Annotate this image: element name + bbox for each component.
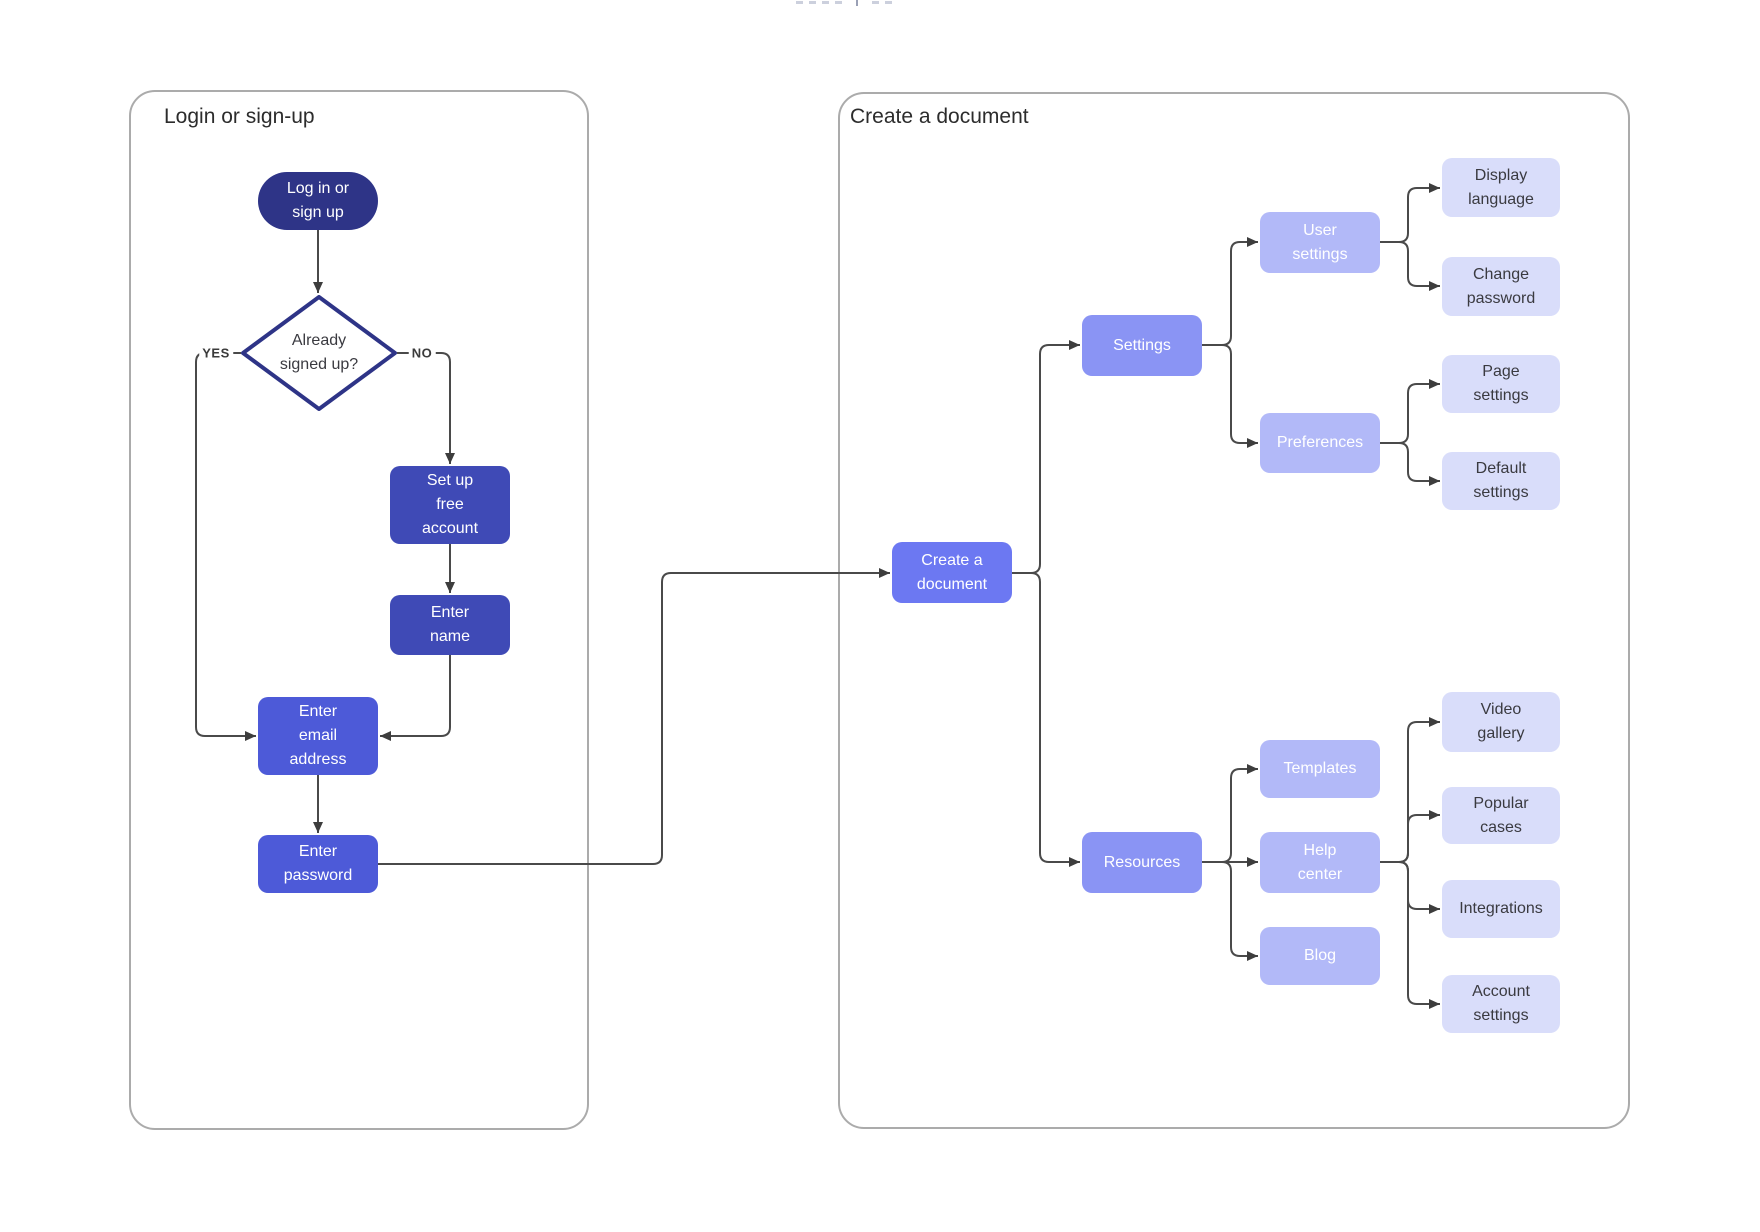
edge-enter-password--create-a-document[interactable] — [378, 568, 890, 865]
node-create-a-document[interactable]: Create a document — [892, 542, 1012, 603]
edge-label-yes: YES — [199, 345, 233, 361]
node-label-popular-cases: Popular cases — [1473, 794, 1529, 836]
node-integrations[interactable]: Integrations — [1442, 880, 1560, 938]
node-label-enter-password: Enter password — [283, 843, 353, 884]
container-title-create: Create a document — [850, 105, 1029, 128]
edge-create-a-document--resources[interactable] — [1012, 572, 1080, 867]
node-label-default-settings: Default settings — [1473, 460, 1529, 501]
node-log-in-or-sign-up[interactable]: Log in or sign up — [258, 172, 378, 230]
toolbar-dash — [885, 1, 892, 4]
toolbar-dash — [796, 1, 803, 4]
node-label-set-up-free-account: Set up free account — [421, 472, 479, 537]
node-display-language[interactable]: Display language — [1442, 158, 1560, 217]
node-label-enter-name: Enter name — [429, 604, 471, 645]
node-set-up-free-account[interactable]: Set up free account — [390, 466, 510, 544]
edge-settings--user-settings[interactable] — [1202, 237, 1258, 346]
edge-preferences--page-settings[interactable] — [1380, 379, 1440, 444]
node-video-gallery[interactable]: Video gallery — [1442, 692, 1560, 752]
node-label-resources: Resources — [1103, 853, 1181, 871]
edge-help-center--account-settings[interactable] — [1378, 861, 1440, 1009]
node-resources[interactable]: Resources — [1082, 832, 1202, 893]
container-login-or-sign-up[interactable] — [129, 90, 589, 1130]
node-user-settings[interactable]: User settings — [1260, 212, 1380, 273]
node-label-display-language: Display language — [1468, 166, 1534, 208]
edge-preferences--default-settings[interactable] — [1380, 442, 1440, 486]
edge-already-signed-up--set-up-free-account[interactable] — [397, 352, 455, 464]
edge-user-settings--change-password[interactable] — [1380, 241, 1440, 291]
node-settings[interactable]: Settings — [1082, 315, 1202, 376]
node-label-templates: Templates — [1283, 760, 1357, 777]
toolbar-dash — [822, 1, 829, 4]
node-label-preferences: Preferences — [1276, 434, 1364, 451]
container-title-login: Login or sign-up — [164, 105, 315, 128]
node-preferences[interactable]: Preferences — [1260, 413, 1380, 473]
edge-label-no: NO — [408, 345, 436, 361]
node-account-settings[interactable]: Account settings — [1442, 975, 1560, 1033]
node-label-already-signed-up: Already signed up? — [279, 332, 359, 373]
node-label-change-password: Change password — [1466, 265, 1536, 307]
node-blog[interactable]: Blog — [1260, 927, 1380, 985]
node-enter-email-address[interactable]: Enter email address — [258, 697, 378, 775]
edge-settings--preferences[interactable] — [1202, 344, 1258, 448]
node-label-account-settings: Account settings — [1472, 983, 1530, 1024]
node-label-log-in-or-sign-up: Log in or sign up — [286, 180, 350, 221]
toolbar-dash — [835, 1, 842, 4]
node-label-blog: Blog — [1303, 947, 1337, 964]
node-label-settings: Settings — [1113, 336, 1171, 354]
decision-diamond-shape — [241, 295, 397, 411]
node-default-settings[interactable]: Default settings — [1442, 452, 1560, 510]
node-change-password[interactable]: Change password — [1442, 257, 1560, 316]
edge-resources--templates[interactable] — [1202, 764, 1258, 863]
node-help-center[interactable]: Help center — [1260, 832, 1380, 893]
node-label-video-gallery: Video gallery — [1477, 701, 1525, 742]
edge-resources--blog[interactable] — [1202, 861, 1258, 961]
container-create-a-document[interactable] — [838, 92, 1630, 1129]
node-templates[interactable]: Templates — [1260, 740, 1380, 798]
toolbar-dash — [809, 1, 816, 4]
node-popular-cases[interactable]: Popular cases — [1442, 787, 1560, 844]
edge-user-settings--display-language[interactable] — [1380, 183, 1440, 243]
node-label-integrations: Integrations — [1459, 900, 1543, 917]
node-label-help-center: Help center — [1297, 841, 1343, 883]
node-page-settings[interactable]: Page settings — [1442, 355, 1560, 413]
edge-help-center--popular-cases[interactable] — [1378, 810, 1440, 863]
toolbar-dash — [872, 1, 879, 4]
node-enter-name[interactable]: Enter name — [390, 595, 510, 655]
node-label-page-settings: Page settings — [1473, 363, 1529, 404]
node-label-user-settings: User settings — [1292, 221, 1348, 263]
node-label-create-a-document: Create a document — [916, 551, 988, 593]
edge-create-a-document--settings[interactable] — [1012, 340, 1080, 574]
edge-enter-name--enter-email-address[interactable] — [380, 655, 451, 741]
node-already-signed-up[interactable]: Already signed up? — [241, 295, 397, 411]
node-enter-password[interactable]: Enter password — [258, 835, 378, 893]
toolbar-divider — [856, 0, 858, 6]
clipped-toolbar-fragment — [796, 0, 892, 6]
node-label-enter-email-address: Enter email address — [289, 703, 347, 768]
